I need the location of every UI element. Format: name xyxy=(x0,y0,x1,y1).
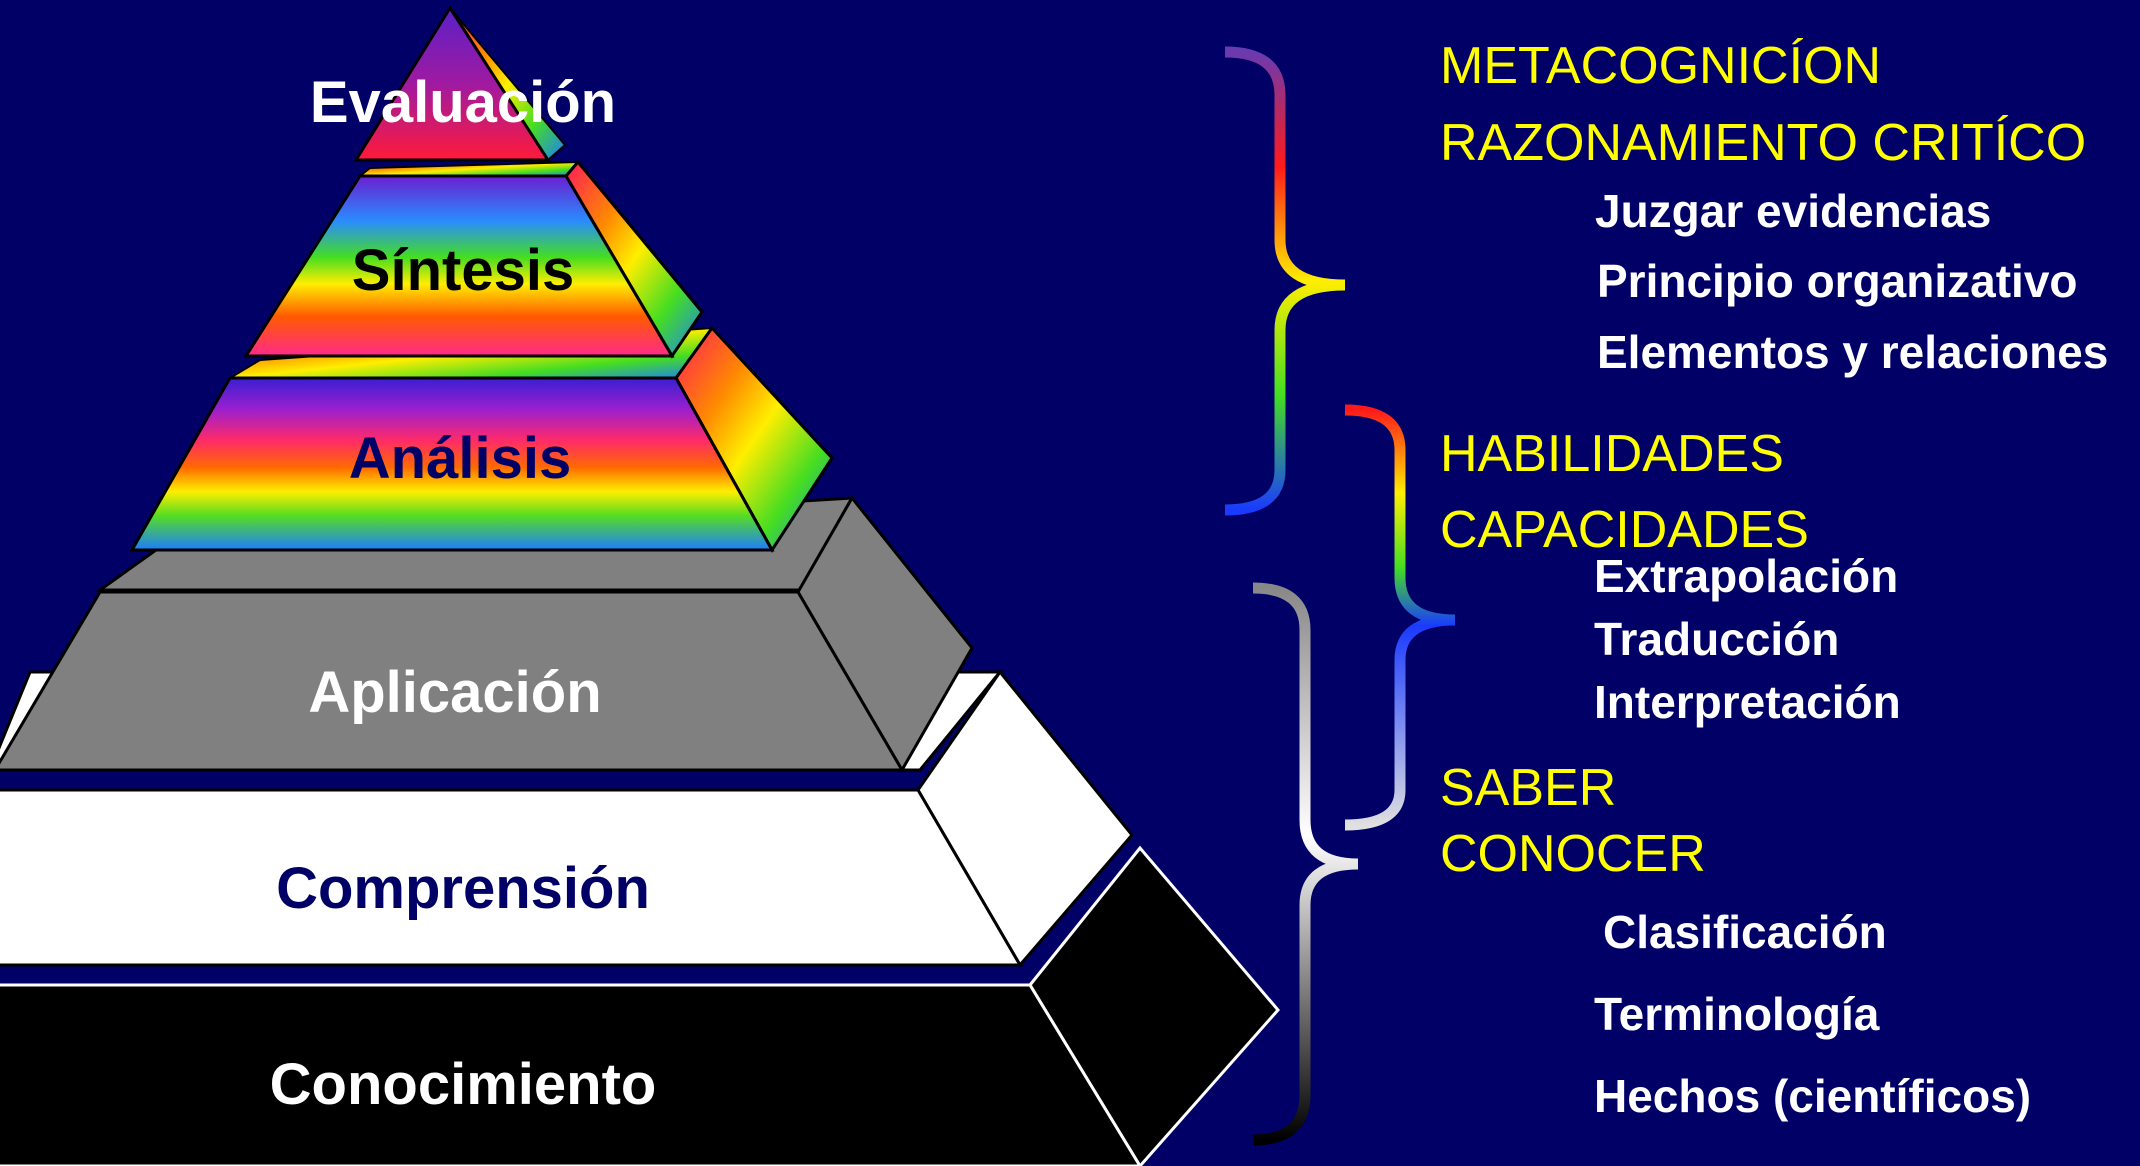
comprension-label: Comprensión xyxy=(276,856,650,921)
item-elementos-relaciones: Elementos y relaciones xyxy=(1597,326,2109,378)
middle-brace xyxy=(1344,404,1456,831)
item-interpretacion: Interpretación xyxy=(1594,676,1901,728)
item-hechos-cientificos: Hechos (científicos) xyxy=(1594,1070,2032,1122)
sintesis-label: Síntesis xyxy=(352,238,574,303)
item-principio-organizativo: Principio organizativo xyxy=(1597,255,2078,307)
category-razonamiento-critico: RAZONAMIENTO CRITÍCO xyxy=(1440,114,2087,172)
analisis-label: Análisis xyxy=(349,426,571,491)
lower-brace xyxy=(1252,582,1359,1146)
item-traduccion: Traducción xyxy=(1594,613,1840,665)
aplicacion-label: Aplicación xyxy=(308,660,601,725)
category-conocer: CONOCER xyxy=(1440,825,1706,883)
comprension-front xyxy=(0,788,1023,967)
category-saber: SABER xyxy=(1440,759,1617,817)
sintesis-front xyxy=(243,174,675,358)
item-clasificacion: Clasificación xyxy=(1603,906,1887,958)
item-juzgar-evidencias: Juzgar evidencias xyxy=(1595,185,1992,237)
category-capacidades: CAPACIDADES xyxy=(1440,501,1809,559)
item-terminologia: Terminología xyxy=(1594,988,1880,1040)
category-metacognicion: METACOGNICÍON xyxy=(1440,37,1882,95)
item-extrapolacion: Extrapolación xyxy=(1594,550,1899,602)
aplicacion-front xyxy=(0,590,905,772)
conocimiento-label: Conocimiento xyxy=(270,1052,657,1117)
conocimiento-front xyxy=(0,983,1142,1166)
evaluacion-label: Evaluación xyxy=(310,70,616,135)
upper-brace xyxy=(1224,46,1346,516)
sintesis-top xyxy=(357,160,580,177)
evaluacion-front xyxy=(353,5,551,162)
category-habilidades: HABILIDADES xyxy=(1440,425,1784,483)
